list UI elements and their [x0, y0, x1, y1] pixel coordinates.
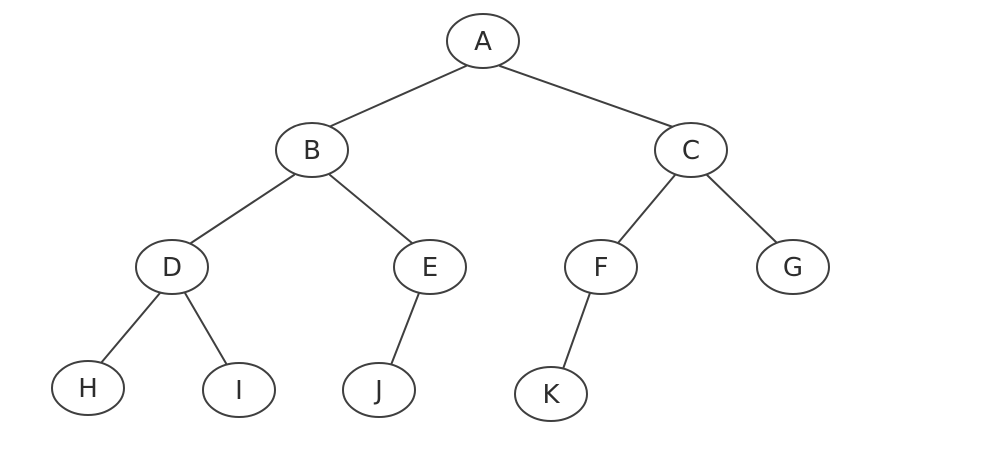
- tree-edge-b-e: [329, 174, 413, 244]
- tree-node-label-h: H: [78, 374, 98, 404]
- tree-edge-d-i: [184, 292, 228, 366]
- tree-node-label-c: C: [682, 136, 700, 166]
- tree-node-b[interactable]: B: [275, 122, 349, 178]
- tree-node-label-a: A: [474, 27, 492, 57]
- tree-edge-b-d: [190, 174, 295, 244]
- tree-node-label-j: J: [373, 376, 383, 406]
- tree-edge-a-b: [330, 65, 467, 127]
- tree-node-shape-j[interactable]: [342, 362, 416, 418]
- tree-node-f[interactable]: F: [564, 239, 638, 295]
- tree-node-d[interactable]: D: [135, 239, 209, 295]
- node-layer: A B C D E F G H I J K: [51, 13, 830, 422]
- tree-node-shape-d[interactable]: [135, 239, 209, 295]
- tree-node-label-e: E: [422, 253, 438, 283]
- tree-node-c[interactable]: C: [654, 122, 728, 178]
- tree-edge-f-k: [562, 292, 591, 370]
- tree-node-label-k: K: [542, 380, 560, 410]
- tree-node-j[interactable]: J: [342, 362, 416, 418]
- tree-node-a[interactable]: A: [446, 13, 520, 69]
- tree-node-label-f: F: [594, 253, 609, 283]
- tree-node-g[interactable]: G: [756, 239, 830, 295]
- tree-node-shape-k[interactable]: [514, 366, 588, 422]
- tree-node-shape-g[interactable]: [756, 239, 830, 295]
- tree-node-shape-f[interactable]: [564, 239, 638, 295]
- tree-node-shape-b[interactable]: [275, 122, 349, 178]
- tree-edge-a-c: [499, 65, 674, 128]
- tree-edge-c-g: [706, 174, 778, 244]
- tree-node-shape-c[interactable]: [654, 122, 728, 178]
- tree-node-k[interactable]: K: [514, 366, 588, 422]
- tree-node-e[interactable]: E: [393, 239, 467, 295]
- tree-node-label-g: G: [783, 253, 803, 283]
- tree-node-shape-i[interactable]: [202, 362, 276, 418]
- edge-layer: [100, 65, 778, 370]
- tree-node-label-d: D: [162, 253, 182, 283]
- tree-node-shape-h[interactable]: [51, 360, 125, 416]
- tree-node-shape-e[interactable]: [393, 239, 467, 295]
- tree-node-h[interactable]: H: [51, 360, 125, 416]
- tree-edge-c-f: [617, 174, 676, 244]
- tree-node-label-i: I: [235, 376, 243, 406]
- tree-node-i[interactable]: I: [202, 362, 276, 418]
- tree-node-shape-a[interactable]: [446, 13, 520, 69]
- tree-edge-e-j: [390, 292, 420, 366]
- tree-node-label-b: B: [303, 136, 321, 166]
- tree-edge-d-h: [100, 292, 161, 364]
